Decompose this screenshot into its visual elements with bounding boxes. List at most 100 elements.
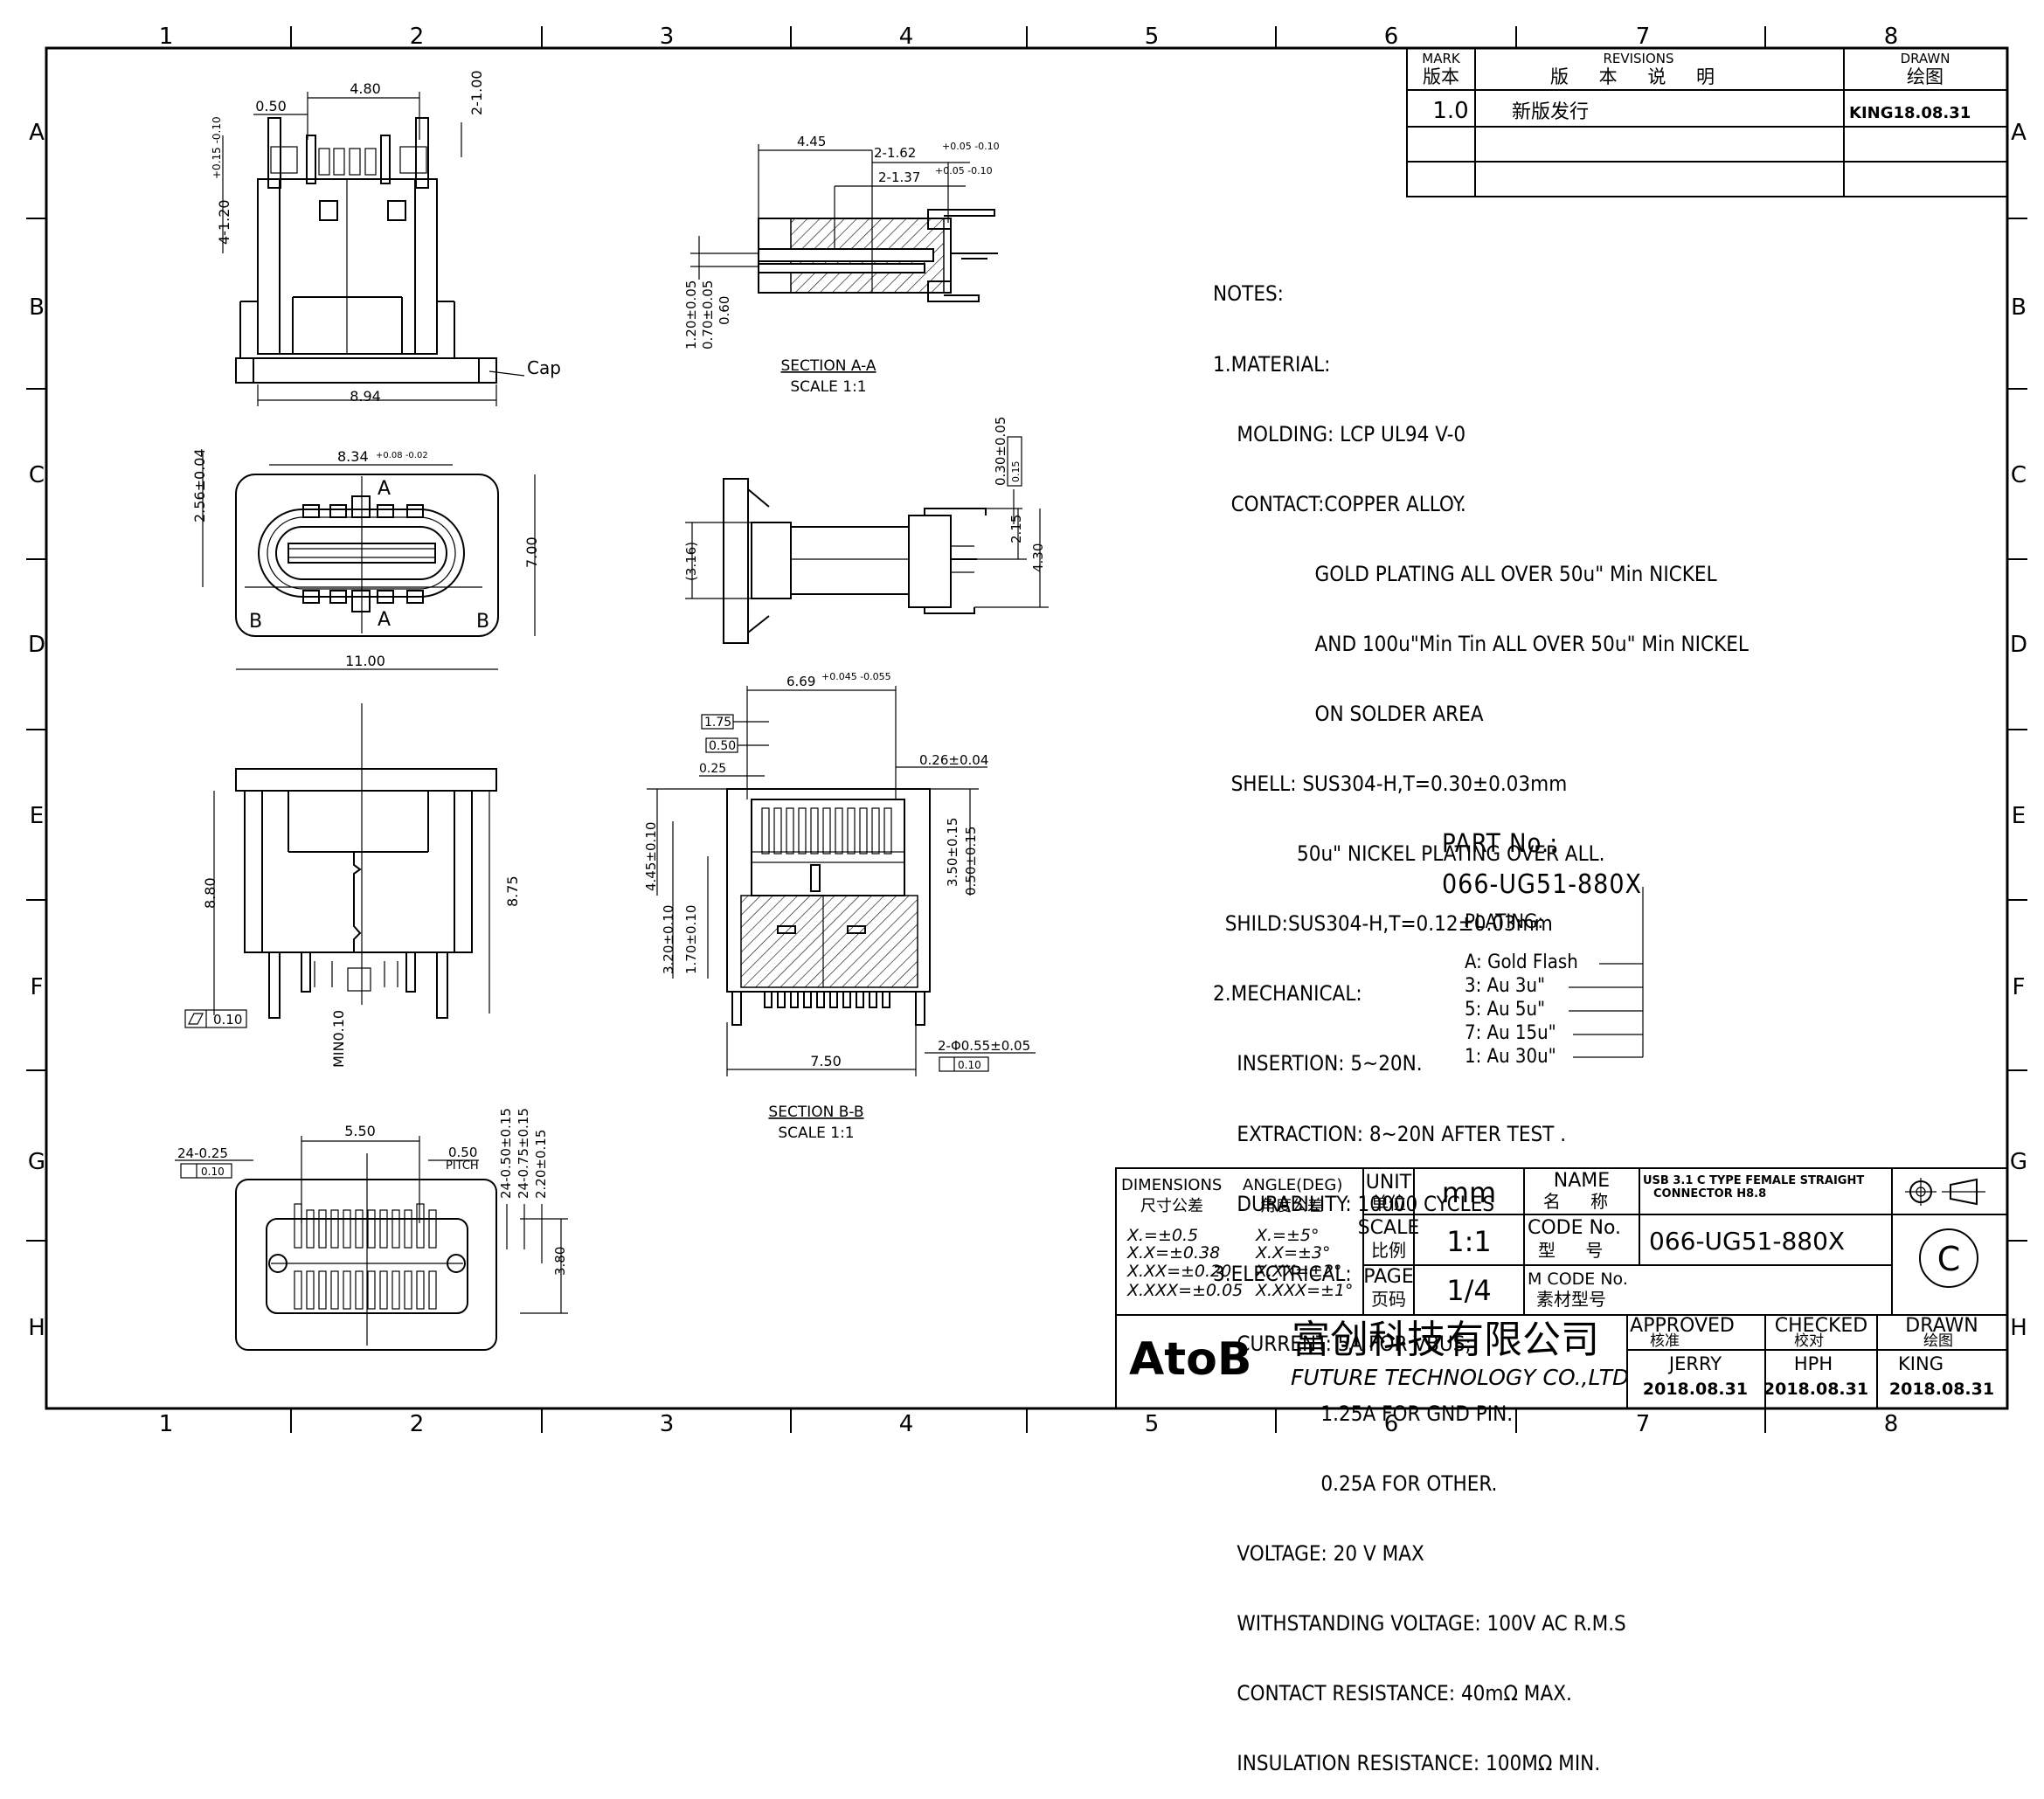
dim-side-8.75: 8.75 bbox=[504, 875, 521, 907]
svg-text:3: 3 bbox=[660, 1411, 675, 1437]
dim-top-4.80: 4.80 bbox=[350, 80, 381, 97]
dim-pad-24-0.25: 24-0.25 bbox=[177, 1145, 228, 1161]
notes-block: NOTES: 1.MATERIAL: MOLDING: LCP UL94 V-0… bbox=[1213, 236, 1912, 1799]
notes-line: CONTACT:COPPER ALLOY. bbox=[1213, 491, 1466, 516]
dim-pad-5.50: 5.50 bbox=[344, 1123, 376, 1139]
notes-line: EXTRACTION: 8~20N AFTER TEST . bbox=[1213, 1121, 1567, 1146]
tol-angle-2: X.X=±3° bbox=[1255, 1243, 1331, 1263]
notes-line: 1.MATERIAL: bbox=[1213, 351, 1331, 377]
view-section-b: 6.69 +0.045 -0.055 1.75 0.50 0.25 0.26±0… bbox=[643, 671, 1036, 1142]
tb-drawn-label: DRAWN bbox=[1905, 1315, 1978, 1337]
part-label: PART No.: bbox=[1442, 828, 1558, 858]
plating-leaders bbox=[1569, 887, 1644, 1058]
rev-mark-value: 1.0 bbox=[1432, 98, 1468, 124]
dim-sa-0.70: 0.70±0.05 bbox=[700, 280, 716, 349]
notes-line: WITHSTANDING VOLTAGE: 100V AC R.M.S bbox=[1213, 1611, 1626, 1636]
grid-ticks bbox=[26, 26, 2027, 1433]
svg-text:PITCH: PITCH bbox=[446, 1159, 479, 1173]
rev-description: 新版发行 bbox=[1512, 101, 1589, 123]
dim-front-2.56: 2.56±0.04 bbox=[191, 448, 208, 522]
view-pads: 5.50 24-0.25 0.10 0.50 PITCH 24-0.50±0.1… bbox=[175, 1108, 568, 1351]
rev-mark-header: MARK bbox=[1422, 51, 1461, 66]
view-top: 4.80 0.50 2-1.00 4-1.20 +0.15 -0.10 8.94… bbox=[211, 70, 561, 406]
copyright-letter: C bbox=[1937, 1240, 1961, 1278]
svg-text:8: 8 bbox=[1884, 1411, 1899, 1437]
svg-text:G: G bbox=[2010, 1149, 2027, 1175]
svg-text:+0.08 -0.02: +0.08 -0.02 bbox=[376, 451, 428, 460]
tb-code-value: 066-UG51-880X bbox=[1649, 1227, 1845, 1256]
svg-text:C: C bbox=[2011, 462, 2027, 488]
rev-drawn-header: DRAWN bbox=[1901, 51, 1950, 66]
cap-label: Cap bbox=[527, 357, 561, 378]
part-number: 066-UG51-880X bbox=[1442, 869, 1642, 900]
svg-text:A: A bbox=[2011, 120, 2027, 146]
tol-angle-4: X.XXX=±1° bbox=[1255, 1281, 1354, 1300]
svg-text:版本: 版本 bbox=[1423, 66, 1459, 87]
svg-text:0.15: 0.15 bbox=[1010, 461, 1022, 483]
dim-mid-4.30: 4.30 bbox=[1030, 543, 1046, 572]
svg-text:名 称: 名 称 bbox=[1543, 1191, 1620, 1212]
svg-text:+0.15 -0.10: +0.15 -0.10 bbox=[211, 116, 223, 179]
svg-text:0.10: 0.10 bbox=[958, 1059, 981, 1071]
plating-option-5: 5: Au 5u" bbox=[1465, 999, 1546, 1021]
tb-drawn-name: KING bbox=[1898, 1353, 1944, 1374]
dim-front-7.00: 7.00 bbox=[523, 536, 540, 568]
dim-sb-0.50pm: 0.50±0.15 bbox=[963, 827, 979, 896]
section-b-left: B bbox=[249, 611, 262, 633]
dim-pad-0.50: 0.50 bbox=[448, 1145, 477, 1160]
grid-rows-right: A B C D E F G H bbox=[2010, 120, 2027, 1341]
notes-line: CONTACT RESISTANCE: 40mΩ MAX. bbox=[1213, 1681, 1572, 1706]
notes-line: 3.ELECTRICAL: bbox=[1213, 1261, 1352, 1286]
svg-text:页码: 页码 bbox=[1371, 1289, 1406, 1310]
dim-pad-24-0.50: 24-0.50±0.15 bbox=[498, 1108, 514, 1199]
tb-name-label: NAME bbox=[1554, 1170, 1610, 1192]
dim-sb-1.75: 1.75 bbox=[704, 716, 731, 730]
notes-line: SHILD:SUS304-H,T=0.12±0.03mm bbox=[1213, 911, 1553, 937]
svg-text:+0.05 -0.10: +0.05 -0.10 bbox=[935, 165, 993, 176]
dim-sb-0.26: 0.26±0.04 bbox=[919, 752, 988, 768]
tb-angle-label: ANGLE(DEG) bbox=[1243, 1176, 1342, 1194]
rev-revisions-header: REVISIONS bbox=[1603, 51, 1673, 66]
svg-text:G: G bbox=[28, 1149, 45, 1175]
title-block: DIMENSIONS 尺寸公差 ANGLE(DEG) 角度公差 X.=±0.5 … bbox=[1115, 1167, 2008, 1409]
notes-line: VOLTAGE: 20 V MAX bbox=[1213, 1541, 1424, 1567]
notes-line: 0.25A FOR OTHER. bbox=[1213, 1471, 1498, 1496]
grid-columns-bottom: 1 2 3 4 5 6 7 8 bbox=[159, 1411, 1899, 1437]
tb-dimensions-label: DIMENSIONS bbox=[1121, 1176, 1222, 1194]
svg-text:版 本 说 明: 版 本 说 明 bbox=[1550, 66, 1727, 87]
tb-drawn-date: 2018.08.31 bbox=[1889, 1380, 1994, 1399]
svg-text:角度公差: 角度公差 bbox=[1260, 1197, 1323, 1215]
svg-text:0.10: 0.10 bbox=[201, 1166, 225, 1178]
tb-page-label: PAGE bbox=[1363, 1266, 1413, 1288]
tb-scale-value: 1:1 bbox=[1446, 1225, 1492, 1258]
svg-text:7: 7 bbox=[1636, 1411, 1651, 1437]
grid-rows-left: A B C D E F G H bbox=[28, 120, 45, 1341]
dim-sa-2-1.62: 2-1.62 bbox=[874, 145, 916, 161]
notes-line: 1.25A FOR GND PIN. bbox=[1213, 1401, 1514, 1426]
dim-front-11.00: 11.00 bbox=[345, 653, 385, 669]
notes-line: MOLDING: LCP UL94 V-0 bbox=[1213, 421, 1466, 446]
section-a-scale: SCALE 1:1 bbox=[790, 378, 866, 396]
svg-text:5: 5 bbox=[1145, 1411, 1160, 1437]
section-b-scale: SCALE 1:1 bbox=[778, 1124, 854, 1142]
view-section-a: 4.45 2-1.62 +0.05 -0.10 2-1.37 +0.05 -0.… bbox=[683, 134, 1000, 396]
notes-line: ON SOLDER AREA bbox=[1213, 701, 1484, 726]
dim-sb-7.50: 7.50 bbox=[810, 1053, 842, 1069]
dim-sb-4.45: 4.45±0.10 bbox=[643, 822, 659, 891]
plating-label: PLATING: bbox=[1465, 911, 1544, 933]
tol-linear-3: X.XX=±0.20 bbox=[1126, 1262, 1231, 1281]
svg-text:4: 4 bbox=[899, 1411, 914, 1437]
section-b-title: SECTION B-B bbox=[768, 1104, 863, 1121]
drawing-sheet: 1 2 3 4 5 6 7 8 1 2 3 4 5 6 7 8 A B C D … bbox=[26, 24, 2027, 1437]
dim-sb-1.70: 1.70±0.10 bbox=[683, 905, 699, 974]
notes-line: AND 100u"Min Tin ALL OVER 50u" Min NICKE… bbox=[1213, 631, 1749, 656]
notes-line: DURABILITY: 10000 CYCLES bbox=[1213, 1191, 1495, 1216]
dim-sb-3.50: 3.50±0.15 bbox=[945, 818, 960, 887]
svg-text:单位: 单位 bbox=[1371, 1193, 1406, 1214]
dim-sa-0.60: 0.60 bbox=[717, 296, 732, 325]
notes-line: 2.MECHANICAL: bbox=[1213, 981, 1362, 1007]
tol-angle-1: X.=±5° bbox=[1255, 1226, 1319, 1245]
notes-line: 50u" NICKEL PLATING OVER ALL. bbox=[1213, 841, 1605, 867]
grid-col-5: 5 bbox=[1145, 24, 1160, 50]
grid-col-2: 2 bbox=[410, 24, 425, 50]
